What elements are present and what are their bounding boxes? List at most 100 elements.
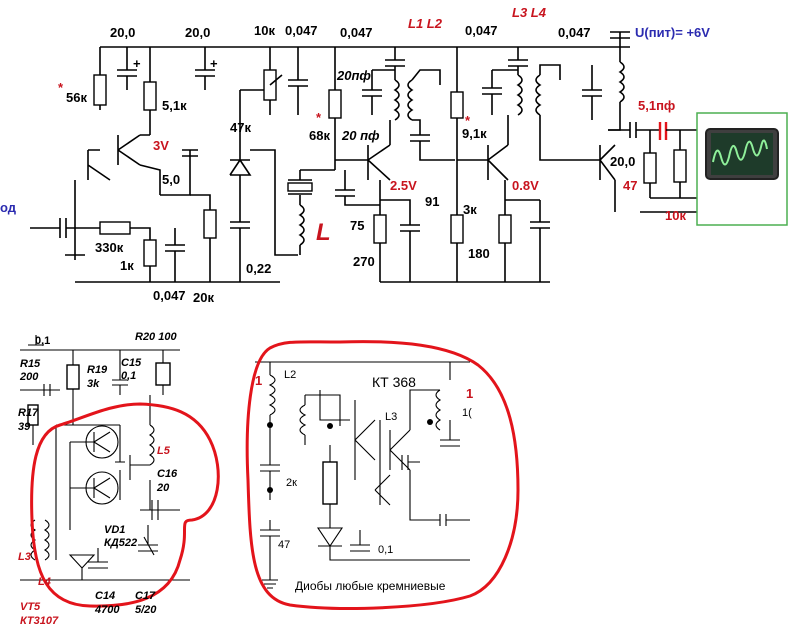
svg-text:2к: 2к xyxy=(286,477,297,489)
label-270: 270 xyxy=(353,254,375,269)
bottom-left-schematic xyxy=(20,335,220,608)
label-10k-pot: 10к xyxy=(254,23,275,38)
label-20k: 20к xyxy=(193,290,214,305)
ground-symbol xyxy=(262,579,278,589)
svg-text:L5: L5 xyxy=(157,445,171,457)
label-L: L xyxy=(316,219,331,246)
transistor-1 xyxy=(117,134,141,166)
svg-text:КТ3107: КТ3107 xyxy=(20,615,59,627)
label-68k: 68к xyxy=(309,128,330,143)
svg-text:R19: R19 xyxy=(87,364,108,376)
resistor-5-1k xyxy=(143,81,157,111)
label-47: 47 xyxy=(623,178,637,193)
label-cap-0047-a: 0,047 xyxy=(285,23,318,38)
svg-text:*: * xyxy=(58,80,64,95)
label-5-0: 5,0 xyxy=(162,172,180,187)
svg-text:VT5: VT5 xyxy=(20,601,41,613)
label-91: 91 xyxy=(425,194,439,209)
coil-output xyxy=(618,61,625,103)
resistor-10k xyxy=(673,149,687,183)
svg-text:L4: L4 xyxy=(38,576,51,588)
svg-text:R15: R15 xyxy=(20,358,41,370)
label-9-1k: 9,1к xyxy=(462,126,487,141)
resistor-20k xyxy=(203,209,217,239)
resistor-1k xyxy=(143,239,157,267)
resistor-68k xyxy=(328,89,342,119)
label-cap-0047-c: 0,047 xyxy=(465,23,498,38)
svg-text:47: 47 xyxy=(278,539,290,551)
coil-L5 xyxy=(148,395,155,466)
transistor-kt368 xyxy=(389,429,411,471)
svg-text:*: * xyxy=(316,110,322,125)
ground-rail xyxy=(75,266,280,283)
svg-text:0,1: 0,1 xyxy=(35,335,50,347)
label-cap-20-a: 20,0 xyxy=(110,25,135,40)
coil-L xyxy=(298,204,305,246)
label-0-047-out: 20,0 xyxy=(610,154,635,169)
svg-text:1(: 1( xyxy=(462,407,472,419)
transistor-2 xyxy=(367,144,391,181)
svg-text:0,1: 0,1 xyxy=(121,370,136,382)
svg-text:VD1: VD1 xyxy=(104,524,125,536)
label-kt368: КТ 368 xyxy=(372,374,416,390)
resistor-9-1k xyxy=(450,91,464,119)
bottom-right-schematic xyxy=(245,340,520,610)
label-5-1pf: 5,1пф xyxy=(638,98,675,113)
cap-20-b xyxy=(195,47,215,90)
transistor-3 xyxy=(487,144,509,181)
svg-text:0,1: 0,1 xyxy=(378,544,393,556)
svg-text:39: 39 xyxy=(18,421,31,433)
coil-L3 xyxy=(516,74,523,116)
label-0-22: 0,22 xyxy=(246,261,271,276)
resistor-R20 xyxy=(155,362,171,386)
resistor-180 xyxy=(498,214,512,244)
highlight-outline-left xyxy=(30,402,220,608)
label-0-8v: 0.8V xyxy=(512,178,539,193)
svg-text:R20 100: R20 100 xyxy=(135,331,177,343)
varicap-diode xyxy=(229,90,252,195)
svg-text:L3: L3 xyxy=(385,411,397,423)
diode-br xyxy=(316,527,344,547)
svg-text:C14: C14 xyxy=(95,590,115,602)
input-cap xyxy=(30,218,100,238)
label-47k: 47к xyxy=(230,120,251,135)
transistor-4 xyxy=(599,144,616,212)
top-schematic: + + xyxy=(30,31,700,283)
svg-text:5/20: 5/20 xyxy=(135,604,157,616)
resistor-56k xyxy=(93,74,107,106)
label-180: 180 xyxy=(468,246,490,261)
cap-20-a xyxy=(117,47,137,90)
crystal xyxy=(287,182,313,192)
trimmer-cap xyxy=(138,525,158,556)
coil-L2 xyxy=(407,79,414,121)
output-cap-red xyxy=(658,122,668,140)
label-3v: 3V xyxy=(153,138,169,153)
oscilloscope xyxy=(696,112,788,226)
label-10k: 10к xyxy=(665,208,686,223)
label-2-5v: 2.5V xyxy=(390,178,417,193)
label-56k: 56к xyxy=(66,90,87,105)
svg-text:C15: C15 xyxy=(121,357,142,369)
svg-text:20: 20 xyxy=(156,482,170,494)
resistor-2k xyxy=(322,461,338,505)
label-cap-20-b: 20,0 xyxy=(185,25,210,40)
label-cap-0047-b: 0,047 xyxy=(340,25,373,40)
resistor-47 xyxy=(643,152,657,184)
label-L1L2: L1 L2 xyxy=(408,16,443,31)
resistor-3k xyxy=(450,214,464,244)
resistor-270 xyxy=(373,214,387,244)
svg-text:4700: 4700 xyxy=(94,604,120,616)
svg-text:200: 200 xyxy=(19,371,39,383)
label-20pf-b: 20 пф xyxy=(341,128,380,143)
svg-text:+: + xyxy=(210,56,218,71)
label-20pf-a: 20пф xyxy=(336,68,371,83)
label-1k: 1к xyxy=(120,258,134,273)
svg-text:1: 1 xyxy=(466,386,473,401)
coil-L1 xyxy=(393,79,400,121)
svg-text:L3: L3 xyxy=(18,551,31,563)
highlight-outline-right xyxy=(245,340,520,610)
resistor-330k xyxy=(99,221,131,235)
svg-text:C17: C17 xyxy=(135,590,156,602)
svg-text:+: + xyxy=(133,56,141,71)
